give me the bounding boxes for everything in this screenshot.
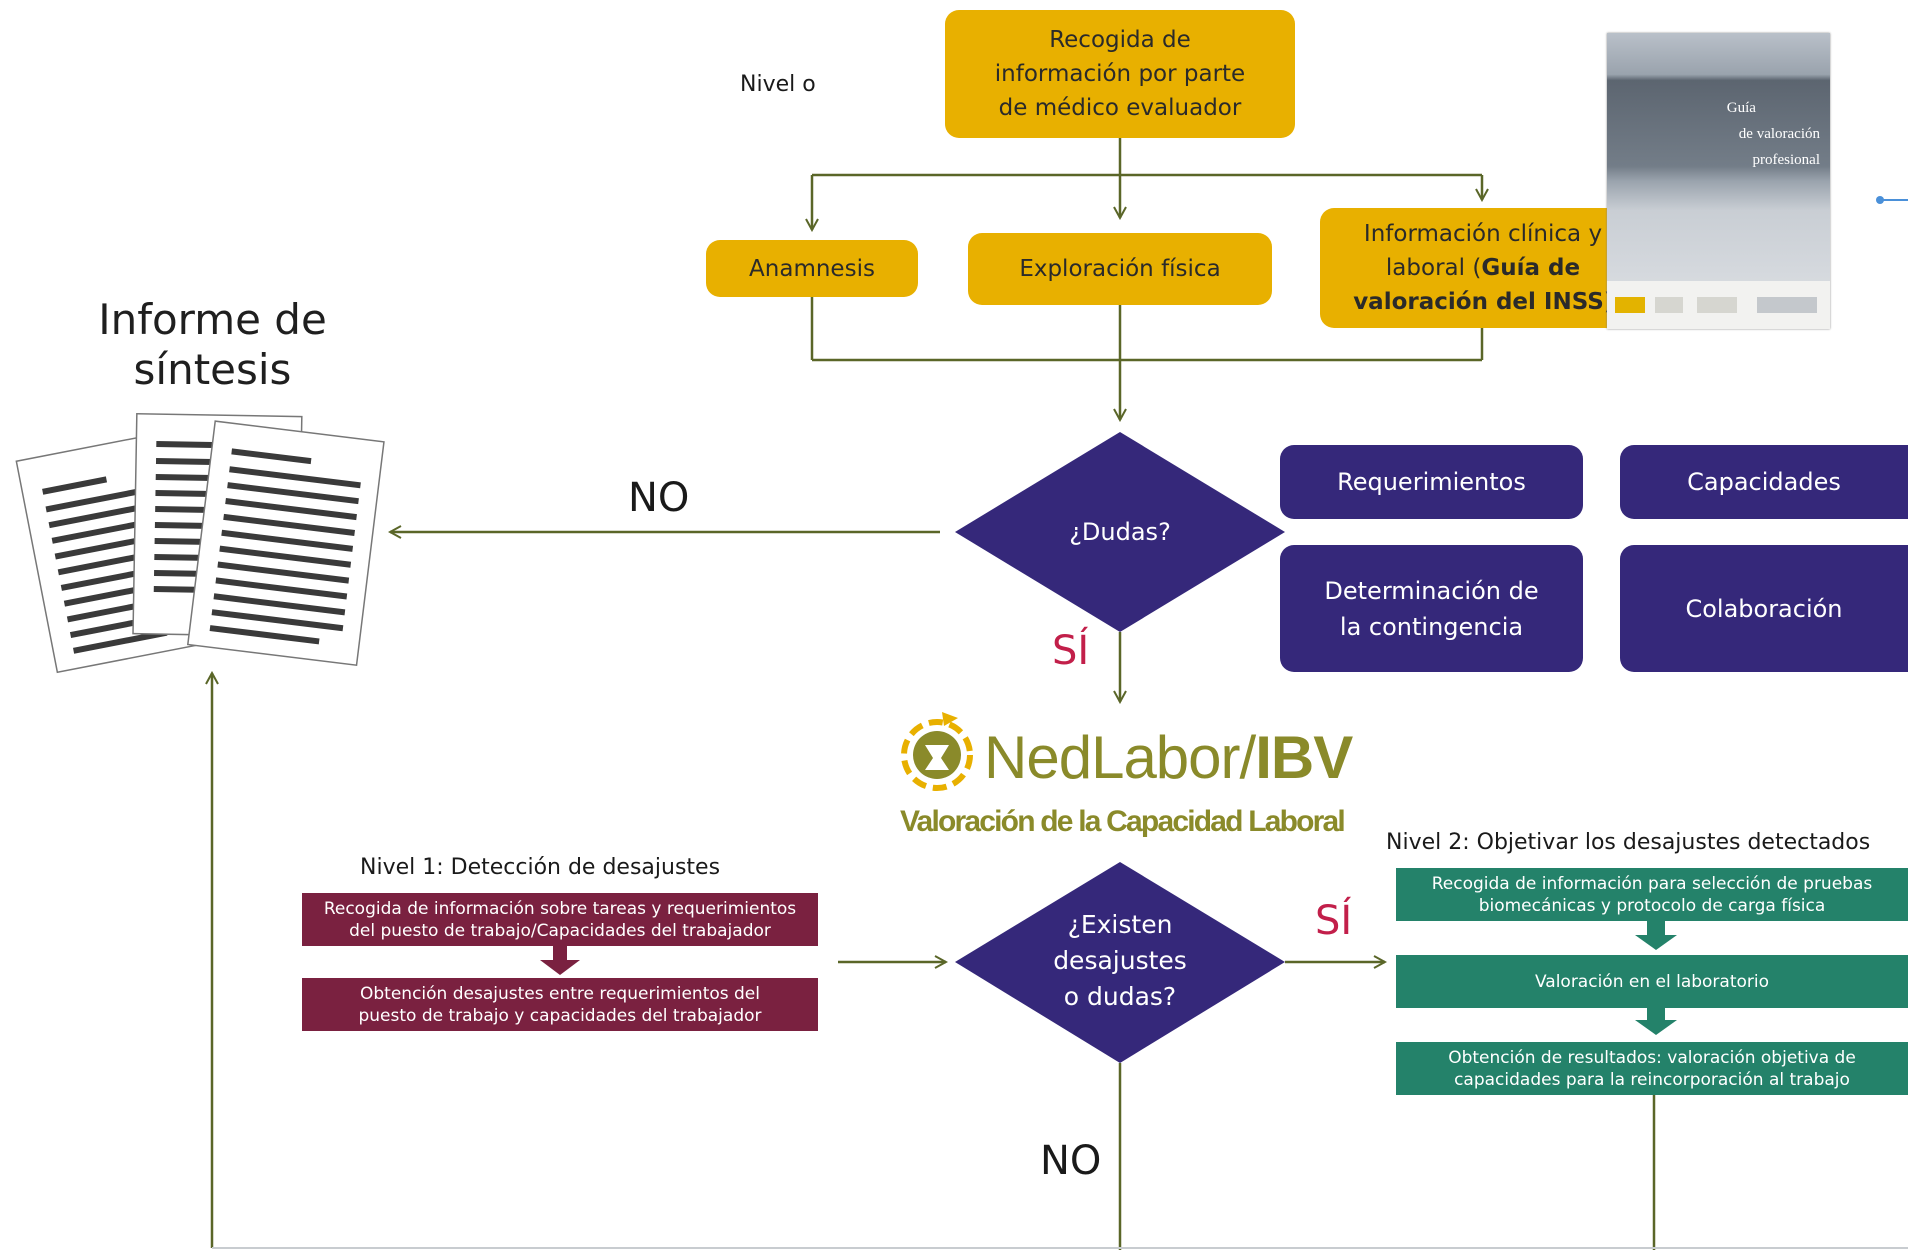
clinical-info-box: Información clínica y laboral (Guía de v… — [1320, 208, 1646, 328]
exploracion-label: Exploración física — [1019, 256, 1221, 282]
desajustes-no-label: NO — [1040, 1138, 1102, 1184]
info-collection-line3: de médico evaluador — [998, 95, 1242, 121]
info-collection-box: Recogida de información por parte de méd… — [945, 10, 1295, 138]
capacidades-box: Capacidades — [1620, 445, 1908, 519]
guide-cover-footer — [1607, 281, 1830, 329]
maroon-arrow — [540, 944, 580, 975]
clinical-info-line2: laboral (Guía de — [1385, 255, 1581, 281]
desajustes-question: ¿Existen desajustes o dudas? — [1053, 910, 1187, 1011]
level2-lab-box: Valoración en el laboratorio — [1396, 955, 1908, 1008]
level1-mismatch-box: Obtención desajustes entre requerimiento… — [302, 978, 818, 1031]
documents-icon — [15, 412, 385, 674]
guide-link-part1: Guía de — [1481, 255, 1581, 281]
level2-results-box: Obtención de resultados: valoración obje… — [1396, 1042, 1908, 1095]
nedlabor-logo-subtitle: Valoración de la Capacidad Laboral — [900, 805, 1346, 838]
dudas-yes-label: SÍ — [1052, 628, 1090, 674]
desajustes-yes-label: SÍ — [1315, 898, 1353, 944]
nedlabor-logo-name: NedLabor/IBV — [984, 724, 1353, 791]
teal-arrow-2 — [1635, 1008, 1677, 1035]
level0-label: Nivel o — [740, 72, 816, 97]
teal-arrow-1 — [1635, 921, 1677, 950]
level2-heading: Nivel 2: Objetivar los desajustes detect… — [1386, 830, 1871, 855]
level1-collect-box: Recogida de información sobre tareas y r… — [302, 893, 818, 946]
info-collection-line1: Recogida de — [1049, 27, 1191, 53]
clinical-info-line1: Información clínica y — [1363, 221, 1603, 247]
level2-collect-box: Recogida de información para selección d… — [1396, 868, 1908, 921]
guide-pointer-dot — [1876, 196, 1884, 204]
decision-dudas-diamond — [955, 432, 1285, 632]
guide-cover-title: Guía de valoración profesional — [1726, 100, 1820, 168]
nedlabor-logo-emblem — [901, 712, 973, 791]
decision-desajustes-diamond — [955, 862, 1285, 1063]
guide-link-part2: valoración del INSS — [1353, 289, 1604, 315]
anamnesis-label: Anamnesis — [749, 255, 875, 282]
exploracion-box: Exploración física — [968, 233, 1272, 305]
dudas-no-label: NO — [628, 475, 690, 521]
info-collection-line2: información por parte — [994, 61, 1246, 87]
guide-cover-image: Guía de valoración profesional — [1607, 33, 1830, 329]
requerimientos-box: Requerimientos — [1280, 445, 1583, 519]
clinical-info-line3: valoración del INSS) — [1353, 285, 1613, 319]
level1-heading: Nivel 1: Detección de desajustes — [360, 855, 721, 880]
dudas-question: ¿Dudas? — [1069, 518, 1171, 546]
report-title: Informe de síntesis — [98, 295, 327, 394]
determinacion-box: Determinación de la contingencia — [1280, 545, 1583, 672]
colaboracion-box: Colaboración — [1620, 545, 1908, 672]
anamnesis-box: Anamnesis — [706, 240, 918, 297]
